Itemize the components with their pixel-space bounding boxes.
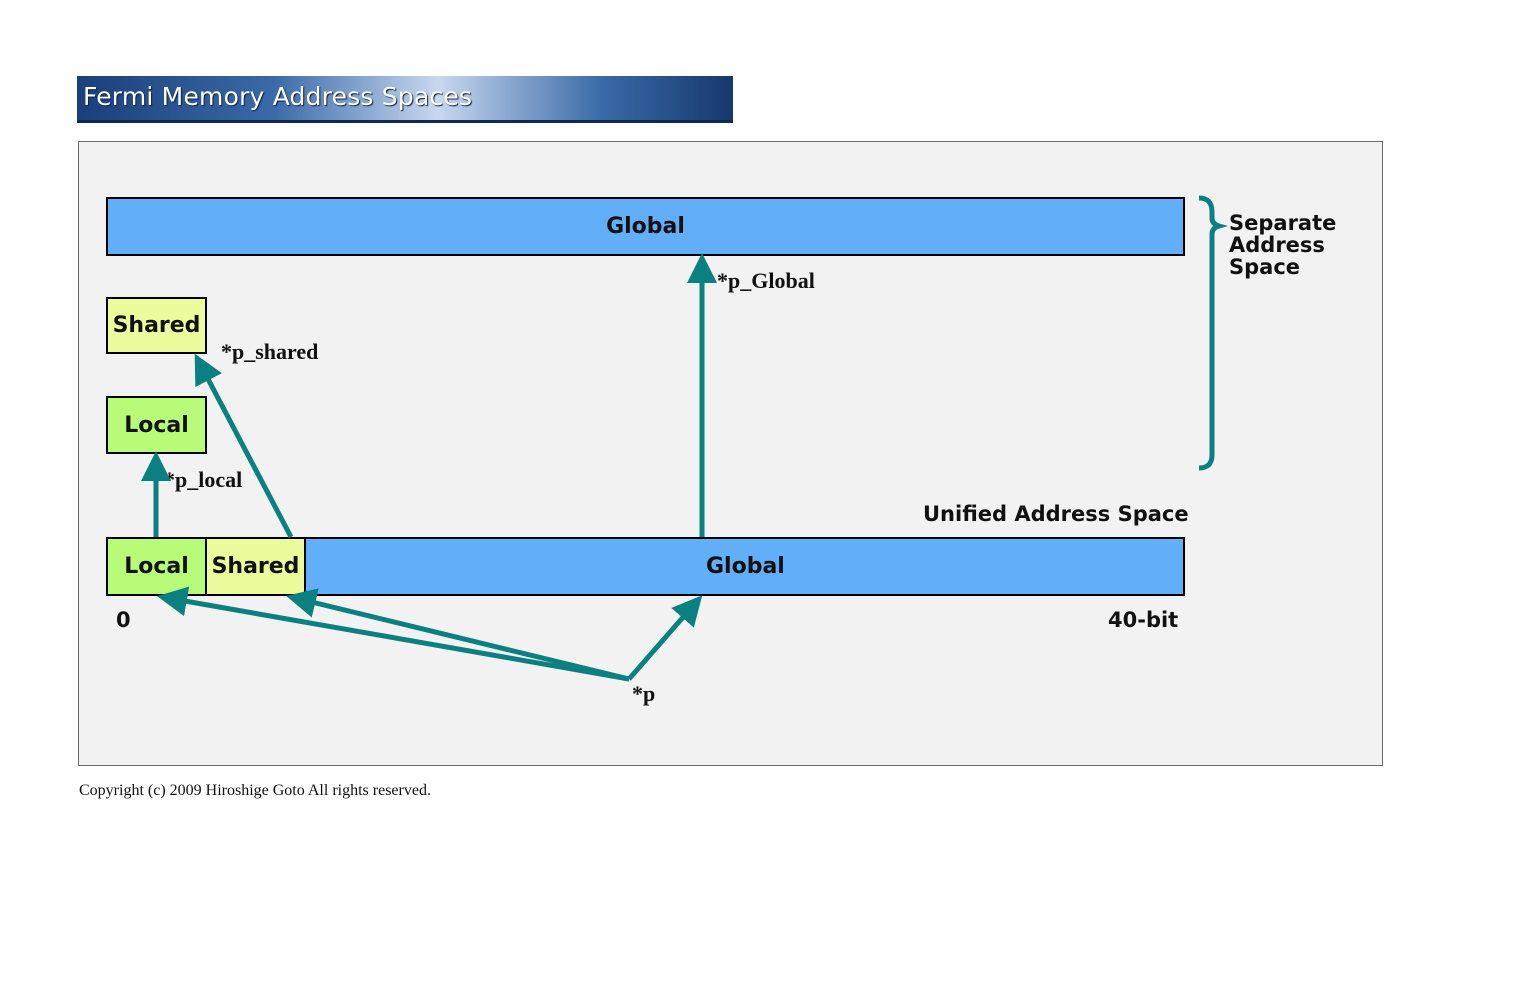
separate-shared-label: Shared — [112, 313, 201, 338]
copyright-notice: Copyright (c) 2009 Hiroshige Goto All ri… — [79, 782, 431, 799]
pointer-global-label: *p_Global — [717, 268, 815, 293]
unified-shared-label: Shared — [211, 554, 300, 579]
title-bar: Fermi Memory Address Spaces — [77, 76, 733, 123]
separate-space-line-2: Address — [1229, 233, 1325, 257]
arrow-shared — [194, 353, 294, 539]
pointer-local-label: *p_local — [164, 467, 243, 492]
arrow-p-shared — [286, 588, 630, 682]
arrow-p-global — [627, 595, 703, 681]
separate-global-box: Global — [106, 197, 1185, 256]
address-start-label: 0 — [116, 608, 131, 632]
separate-space-line-1: Separate — [1229, 211, 1337, 235]
unified-local-box: Local — [106, 537, 207, 596]
page-title: Fermi Memory Address Spaces — [83, 82, 473, 111]
pointer-shared-label: *p_shared — [221, 339, 319, 364]
separate-global-label: Global — [606, 214, 685, 239]
curly-brace — [1198, 195, 1229, 471]
unified-shared-box: Shared — [205, 537, 306, 596]
separate-local-label: Local — [124, 412, 189, 438]
address-end-label: 40-bit — [1108, 608, 1179, 632]
separate-shared-box: Shared — [106, 297, 207, 354]
separate-space-label: Separate Address Space — [1229, 212, 1336, 278]
separate-space-line-3: Space — [1229, 255, 1301, 279]
unified-global-label: Global — [706, 554, 785, 579]
unified-space-label: Unified Address Space — [923, 502, 1189, 526]
separate-local-box: Local — [106, 396, 207, 454]
unified-local-label: Local — [124, 554, 189, 579]
pointer-p-label: *p — [632, 681, 656, 706]
arrow-p-local — [157, 586, 630, 682]
